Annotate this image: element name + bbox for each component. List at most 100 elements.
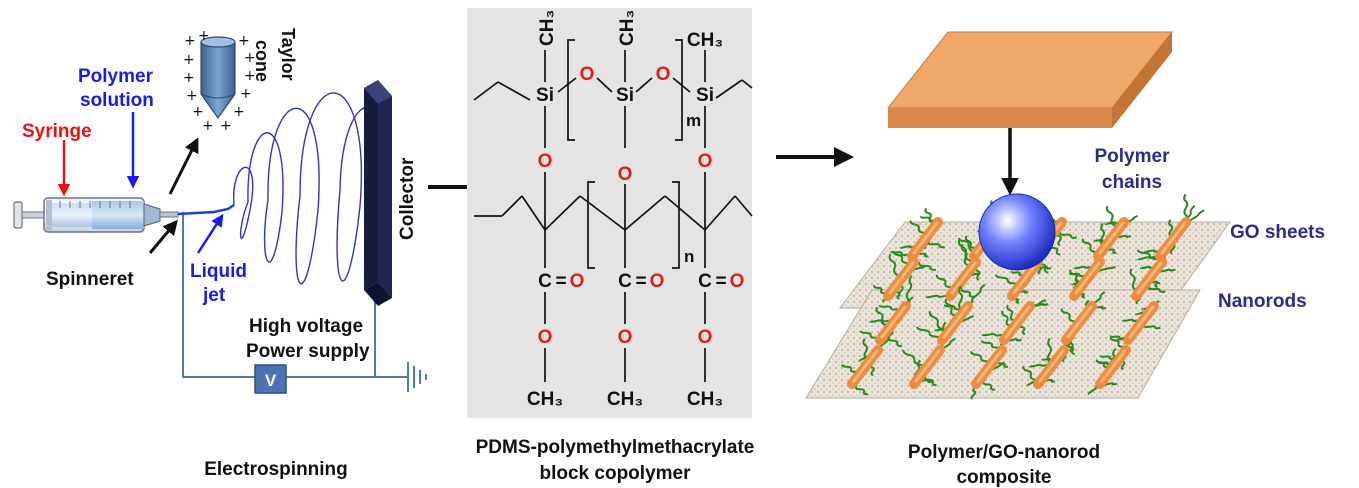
svg-text:+: + bbox=[198, 28, 210, 44]
nanorod-highlight bbox=[1074, 261, 1101, 295]
polymer-chain bbox=[905, 275, 913, 307]
bond-lines bbox=[473, 39, 753, 382]
taylor-cone-icon bbox=[200, 36, 236, 120]
copolymer-caption-2: block copolymer bbox=[540, 463, 692, 484]
carbonyl-o: O bbox=[650, 271, 665, 292]
ether-o-3: O bbox=[698, 151, 713, 172]
svg-text:+: + bbox=[244, 50, 256, 66]
syringe-label: Syringe bbox=[22, 121, 92, 142]
carbonyl-group-2: C = O bbox=[618, 271, 664, 292]
collector-label: Collector bbox=[397, 157, 418, 240]
nanorod-highlight bbox=[950, 261, 977, 295]
ground-icon bbox=[407, 362, 427, 392]
svg-text:+: + bbox=[192, 104, 204, 120]
nanorod-highlight bbox=[914, 349, 941, 383]
composite-caption-1: Polymer/GO-nanorod bbox=[908, 442, 1100, 463]
ether-o-1: O bbox=[538, 151, 553, 172]
spinneret-label: Spinneret bbox=[46, 269, 134, 290]
svg-text:+: + bbox=[183, 70, 195, 86]
si-atom-1: Si bbox=[536, 85, 554, 106]
liquid-jet-label-2: jet bbox=[202, 285, 226, 306]
collector-plate bbox=[364, 80, 392, 306]
polymer-solution-label-2: solution bbox=[80, 90, 154, 111]
carbonyl-group-1: C = O bbox=[538, 271, 584, 292]
high-voltage-label-2: Power supply bbox=[246, 341, 370, 362]
double-bond: = bbox=[555, 271, 566, 292]
si-atom-3: Si bbox=[696, 85, 714, 106]
carbonyl-o: O bbox=[570, 271, 585, 292]
siloxane-o-1: O bbox=[580, 64, 595, 85]
svg-text:+: + bbox=[233, 104, 245, 120]
high-voltage-label-1: High voltage bbox=[249, 316, 363, 337]
ester-o-3: O bbox=[698, 327, 713, 348]
nanorod-highlight bbox=[1004, 305, 1031, 339]
ch3-top-3: CH₃ bbox=[687, 30, 723, 51]
copolymer-panel: CH₃ CH₃ CH₃ Si Si Si O O m n O O O C = O… bbox=[467, 8, 754, 484]
composite-panel: Polymer chains GO sheets Nanorods Polyme… bbox=[805, 31, 1325, 488]
circuit-wires bbox=[182, 212, 408, 378]
carbonyl-c: C bbox=[618, 271, 632, 292]
nanorods-bottom bbox=[847, 301, 1159, 389]
composite-caption-2: composite bbox=[956, 467, 1051, 488]
svg-text:+: + bbox=[186, 88, 198, 104]
substrate-plate bbox=[886, 31, 1174, 128]
si-atom-2: Si bbox=[616, 85, 634, 106]
ch3-top-2: CH₃ bbox=[617, 10, 638, 46]
syringe-icon bbox=[13, 197, 179, 233]
structure-background bbox=[467, 8, 752, 418]
ester-o-2: O bbox=[618, 327, 633, 348]
carbonyl-o: O bbox=[730, 271, 745, 292]
ether-o-2: O bbox=[618, 164, 633, 185]
nanorod-highlight bbox=[1098, 221, 1125, 255]
subscript-m: m bbox=[686, 111, 701, 130]
charge-signs: +++ ++ ++ ++ ++ ++ bbox=[183, 28, 256, 134]
liquid-jet bbox=[177, 203, 235, 216]
nanorod-highlight bbox=[1160, 221, 1187, 255]
carbonyl-group-3: C = O bbox=[698, 271, 744, 292]
taylor-cone-label-2: cone bbox=[252, 40, 272, 82]
svg-text:+: + bbox=[240, 86, 252, 102]
spinneret-arrow bbox=[148, 219, 178, 254]
electrospinning-caption: Electrospinning bbox=[204, 459, 348, 480]
nanorod-highlight bbox=[888, 261, 915, 295]
nanorod-highlight bbox=[1128, 305, 1155, 339]
nanorod-highlight bbox=[1136, 261, 1163, 295]
polymer-solution-label-1: Polymer bbox=[78, 66, 154, 87]
liquid-jet-arrow bbox=[196, 213, 224, 254]
fiber-spiral bbox=[233, 92, 384, 285]
voltmeter-label: V bbox=[265, 371, 277, 390]
go-sheets-label: GO sheets bbox=[1230, 222, 1325, 243]
copolymer-caption-1: PDMS-polymethylmethacrylate bbox=[476, 437, 755, 458]
polymer-chain bbox=[1183, 193, 1189, 223]
svg-text:+: + bbox=[202, 118, 214, 134]
nanorod-highlight bbox=[880, 305, 907, 339]
carbonyl-c: C bbox=[538, 271, 552, 292]
nanorod-highlight bbox=[1012, 261, 1039, 295]
voltmeter: V bbox=[254, 364, 287, 394]
subscript-n: n bbox=[684, 247, 694, 266]
svg-text:+: + bbox=[220, 118, 232, 134]
nanorod-highlight bbox=[976, 349, 1003, 383]
svg-text:+: + bbox=[183, 52, 195, 68]
double-bond: = bbox=[635, 271, 646, 292]
ch3-bottom-2: CH₃ bbox=[607, 389, 643, 410]
polymer-chains-label-2: chains bbox=[1102, 172, 1162, 193]
nanorod-highlight bbox=[1066, 305, 1093, 339]
ester-o-1: O bbox=[538, 327, 553, 348]
nanorod-highlight bbox=[942, 305, 969, 339]
nanorod-highlight bbox=[1038, 349, 1065, 383]
liquid-jet-label-1: Liquid bbox=[190, 261, 247, 282]
taylor-cone-label-1: Taylor bbox=[278, 28, 298, 81]
probe-sphere-icon bbox=[978, 193, 1056, 271]
polymer-chains-label-1: Polymer bbox=[1095, 146, 1171, 167]
nanorods-label: Nanorods bbox=[1218, 291, 1307, 312]
double-bond: = bbox=[715, 271, 726, 292]
svg-text:+: + bbox=[244, 68, 256, 84]
carbonyl-c: C bbox=[698, 271, 712, 292]
taylor-arrow bbox=[168, 137, 199, 195]
ch3-bottom-3: CH₃ bbox=[687, 389, 723, 410]
svg-text:+: + bbox=[184, 33, 196, 49]
polymer-chain bbox=[913, 260, 936, 271]
siloxane-o-2: O bbox=[656, 64, 671, 85]
